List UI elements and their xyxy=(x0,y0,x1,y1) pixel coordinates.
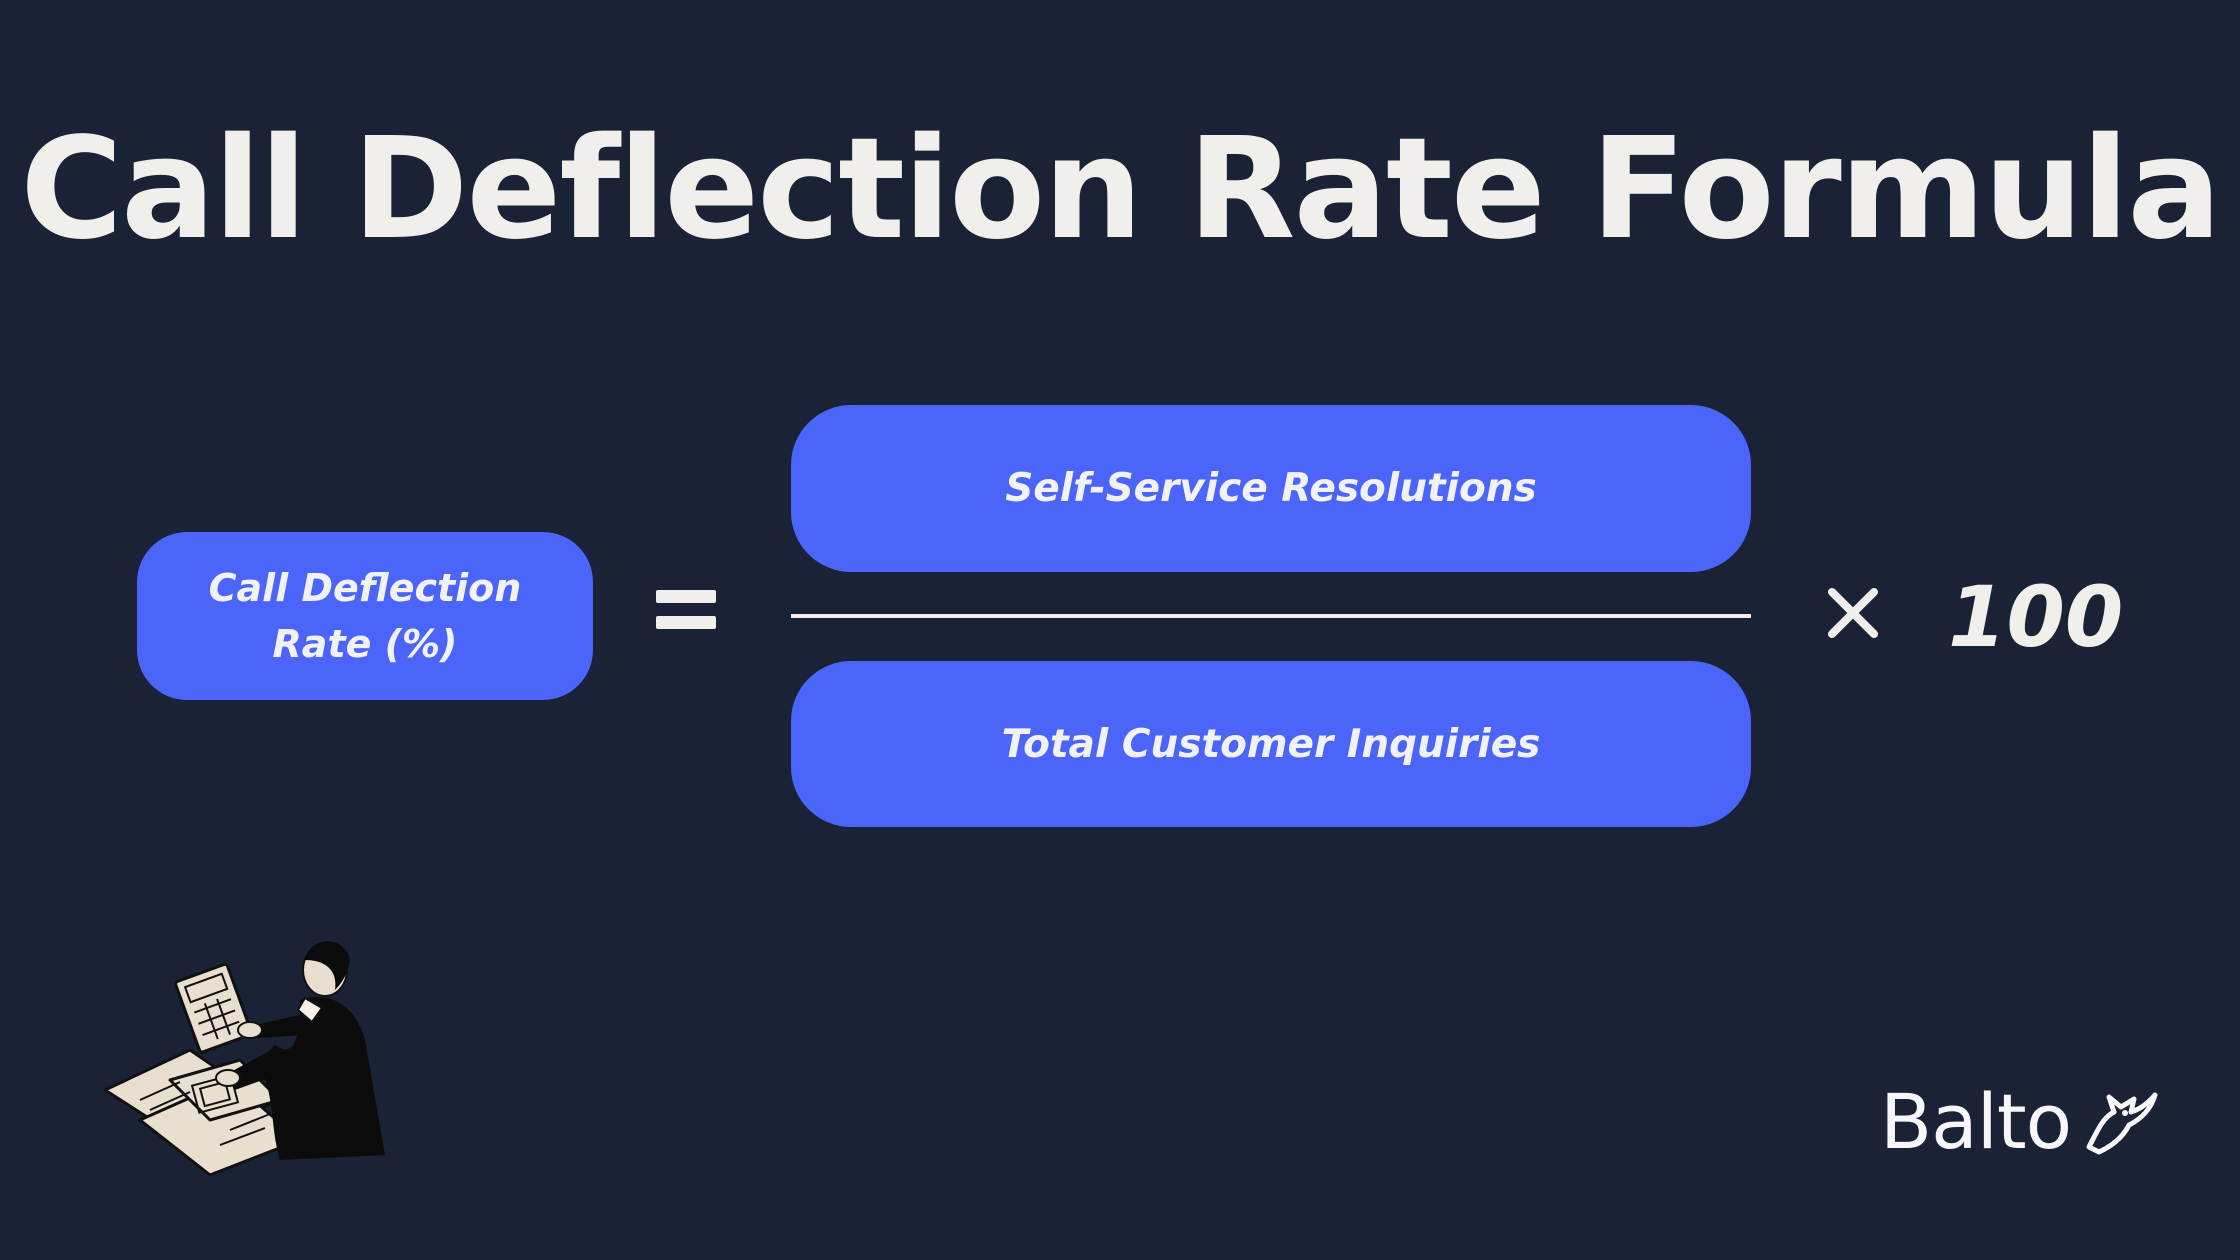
numerator-label: Self-Service Resolutions xyxy=(1005,466,1537,511)
fraction-line xyxy=(791,614,1751,618)
equals-sign xyxy=(656,590,716,630)
balto-dog-mark-icon xyxy=(2086,1092,2158,1155)
denominator-label: Total Customer Inquiries xyxy=(1001,721,1541,767)
numerator-pill: Self-Service Resolutions xyxy=(791,405,1751,572)
page-title: Call Deflection Rate Formula xyxy=(20,108,2222,271)
logo-text: Balto xyxy=(1880,1077,2072,1166)
result-label-pill: Call Deflection Rate (%) xyxy=(137,532,593,700)
denominator-pill: Total Customer Inquiries xyxy=(791,661,1751,827)
balto-logo: Balto xyxy=(1880,1080,2159,1164)
person-with-calculator-icon xyxy=(103,941,385,1177)
result-label: Call Deflection Rate (%) xyxy=(208,566,522,666)
multiply-sign xyxy=(1828,588,1878,638)
multiplier-value: 100 xyxy=(1948,568,2124,666)
